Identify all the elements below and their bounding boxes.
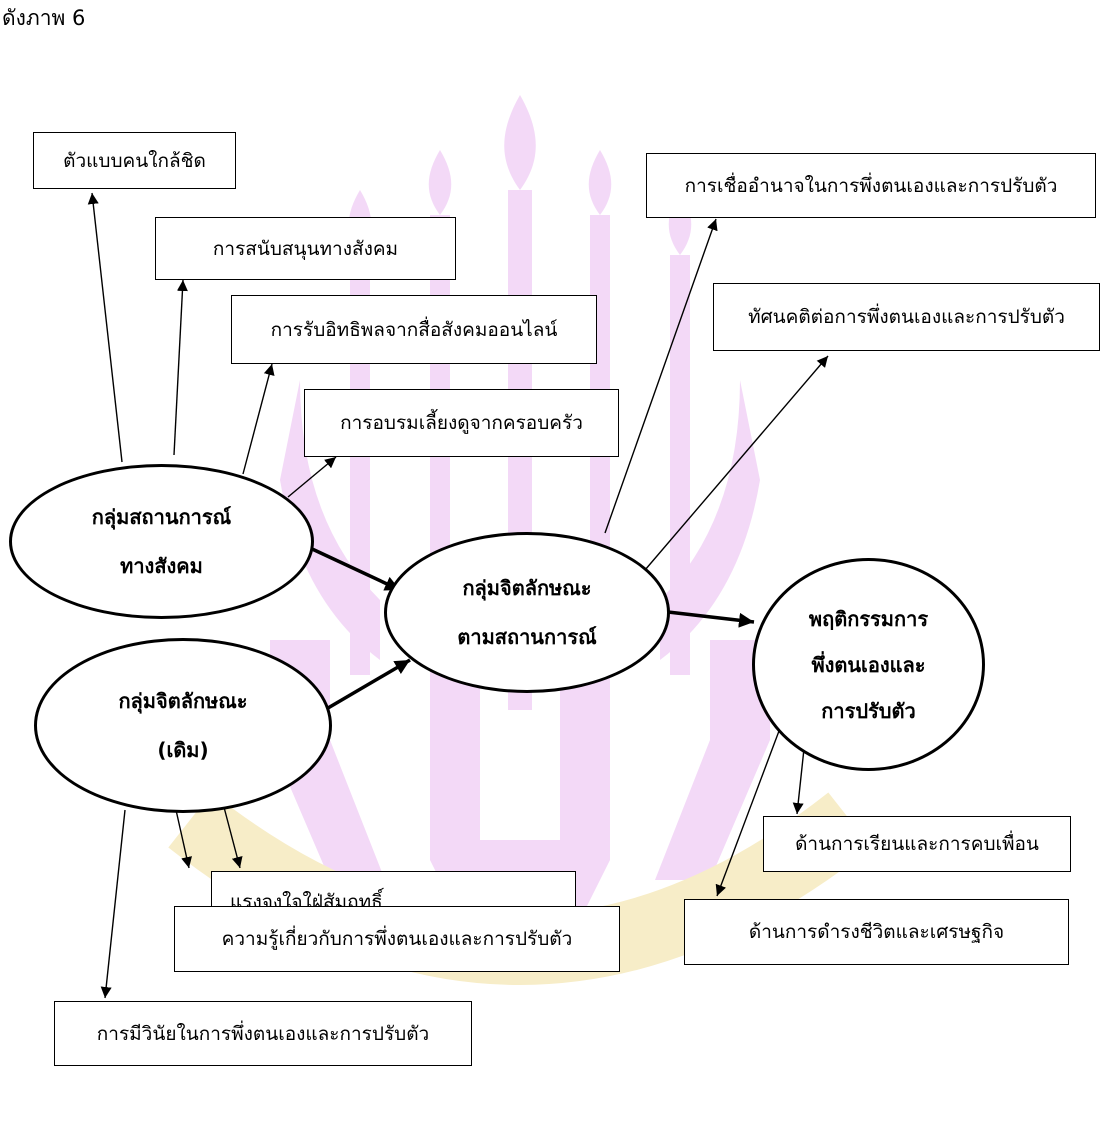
discipline-label: การมีวินัยในการพึ่งตนเองและการปรับตัว xyxy=(96,1022,430,1045)
original-psych-line-2: (เดิม) xyxy=(157,737,209,762)
belief-power-label: การเชื่ออำนาจในการพึ่งตนเองและการปรับตัว xyxy=(684,174,1058,197)
situational-psych-node: กลุ่มจิตลักษณะ ตามสถานการณ์ xyxy=(384,532,670,693)
knowledge-label: ความรู้เกี่ยวกับการพึ่งตนเองและการปรับตั… xyxy=(221,928,573,950)
arrow-to-living-economy xyxy=(715,714,786,897)
arrow-to-belief-power xyxy=(604,218,718,534)
living-economy-label: ด้านการดำรงชีวิตและเศรษฐกิจ xyxy=(748,921,1005,943)
behavior-line-2: พึ่งตนเองและ xyxy=(811,652,926,677)
social-support-box: การสนับสนุนทางสังคม xyxy=(155,217,456,280)
arrow-original-to-situational xyxy=(327,658,411,710)
family-upbringing-label: การอบรมเลี้ยงดูจากครอบครัว xyxy=(340,412,583,434)
attitude-box: ทัศนคติต่อการพึ่งตนเองและการปรับตัว xyxy=(713,283,1100,351)
family-upbringing-box: การอบรมเลี้ยงดูจากครอบครัว xyxy=(304,389,619,457)
arrow-to-knowledge xyxy=(175,809,192,869)
arrow-to-online-media xyxy=(242,363,275,475)
social-situation-line-2: ทางสังคม xyxy=(120,553,203,578)
arrow-to-social-support xyxy=(173,279,188,456)
arrow-social-to-situational xyxy=(309,546,401,592)
online-media-box: การรับอิทธิพลจากสื่อสังคมออนไลน์ xyxy=(231,295,597,364)
original-psych-line-1: กลุ่มจิตลักษณะ xyxy=(118,688,248,713)
behavior-line-1: พฤติกรรมการ xyxy=(808,606,929,631)
knowledge-box: ความรู้เกี่ยวกับการพึ่งตนเองและการปรับตั… xyxy=(174,906,620,972)
situational-psych-line-1: กลุ่มจิตลักษณะ xyxy=(462,575,592,600)
study-friends-box: ด้านการเรียนและการคบเพื่อน xyxy=(763,816,1071,872)
study-friends-label: ด้านการเรียนและการคบเพื่อน xyxy=(795,833,1039,855)
social-support-label: การสนับสนุนทางสังคม xyxy=(212,237,399,260)
original-psych-node: กลุ่มจิตลักษณะ (เดิม) xyxy=(34,638,332,813)
arrow-to-family-upbringing xyxy=(287,456,337,498)
situational-psych-line-2: ตามสถานการณ์ xyxy=(457,624,597,649)
arrow-to-discipline xyxy=(100,809,126,999)
behavior-line-3: การปรับตัว xyxy=(821,698,916,723)
arrow-situational-to-behavior xyxy=(667,610,755,628)
arrow-to-attitude xyxy=(644,355,829,571)
behavior-node: พฤติกรรมการ พึ่งตนเองและ การปรับตัว xyxy=(752,558,985,771)
discipline-box: การมีวินัยในการพึ่งตนเองและการปรับตัว xyxy=(54,1001,472,1066)
attitude-label: ทัศนคติต่อการพึ่งตนเองและการปรับตัว xyxy=(748,306,1065,328)
living-economy-box: ด้านการดำรงชีวิตและเศรษฐกิจ xyxy=(684,899,1069,965)
role-model-label: ตัวแบบคนใกล้ชิด xyxy=(63,149,206,172)
social-situation-node: กลุ่มสถานการณ์ ทางสังคม xyxy=(9,464,314,619)
figure-caption: ดังภาพ 6 xyxy=(2,6,86,30)
online-media-label: การรับอิทธิพลจากสื่อสังคมออนไลน์ xyxy=(270,318,558,341)
role-model-box: ตัวแบบคนใกล้ชิด xyxy=(33,132,236,189)
arrow-to-role-model xyxy=(87,192,123,463)
social-situation-line-1: กลุ่มสถานการณ์ xyxy=(91,504,232,529)
belief-power-box: การเชื่ออำนาจในการพึ่งตนเองและการปรับตัว xyxy=(646,153,1096,218)
